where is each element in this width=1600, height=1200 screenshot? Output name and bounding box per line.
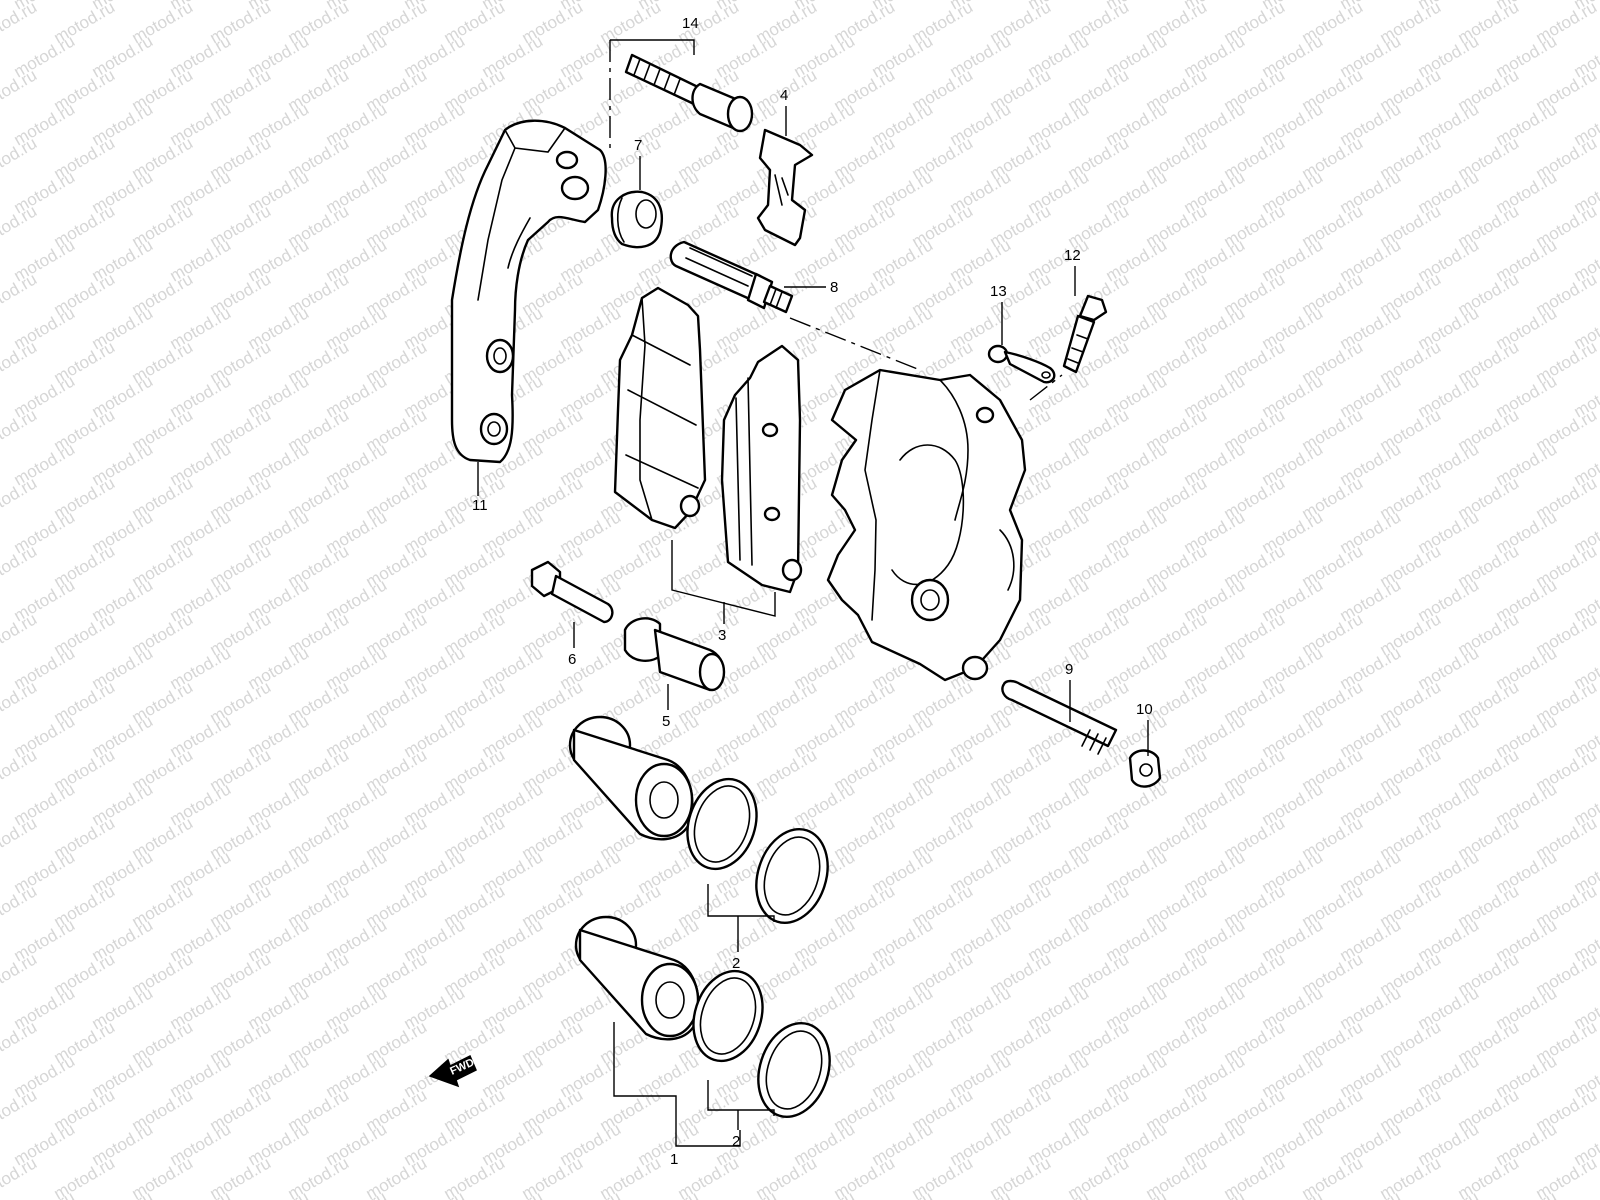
callout-6: 6 — [568, 651, 576, 668]
callout-13: 13 — [990, 283, 1007, 300]
callout-4: 4 — [780, 87, 788, 104]
callout-14: 14 — [682, 15, 699, 32]
watermark-text: motod.ru — [0, 881, 40, 931]
callout-11: 11 — [472, 497, 488, 514]
part-8-slide-pin — [669, 240, 794, 314]
watermark-text: motod.ru — [0, 609, 40, 659]
alignment-lines — [609, 40, 1063, 401]
watermark-text: motod.ru — [0, 133, 40, 183]
watermark-text: motod.ru — [0, 337, 40, 387]
watermark-text: motod.ru — [0, 405, 40, 455]
caliper-body — [826, 368, 1027, 682]
part-6-pin — [530, 560, 614, 624]
leader-lines — [477, 39, 1149, 1147]
watermark-text: motod.ru — [1181, 1187, 1249, 1200]
watermark-text: motod.ru — [0, 1017, 40, 1067]
watermark-text: motod.ru — [0, 813, 40, 863]
watermark-text: motod.ru — [479, 1187, 547, 1200]
watermark-text: motod.ru — [0, 1085, 40, 1135]
watermark-text: motod.ru — [0, 745, 40, 795]
callout-8: 8 — [830, 279, 838, 296]
callout-3: 3 — [718, 627, 726, 644]
watermark-text: motod.ru — [89, 1187, 157, 1200]
watermark-text: motod.ru — [401, 1187, 469, 1200]
part-3-brake-pad-inner — [720, 344, 803, 594]
part-11-caliper-bracket — [450, 119, 607, 464]
watermark-text: motod.ru — [1259, 1187, 1327, 1200]
watermark-text: motod.ru — [0, 65, 40, 115]
watermark-text: motod.ru — [1103, 1187, 1171, 1200]
part-4-pad-spring — [756, 128, 814, 247]
callout-1: 1 — [670, 1151, 678, 1168]
watermark-text: motod.ru — [0, 473, 40, 523]
watermark-text: motod.ru — [0, 269, 40, 319]
callout-10: 10 — [1136, 701, 1153, 718]
watermark-text: motod.ru — [1415, 1187, 1483, 1200]
callout-2-upper: 2 — [732, 955, 740, 972]
part-13-bleeder-cap — [987, 344, 1056, 384]
watermark-text: motod.ru — [1571, 1187, 1600, 1200]
watermark-text: motod.ru — [713, 1187, 781, 1200]
watermark-text: motod.ru — [0, 1153, 40, 1200]
watermark-text: motod.ru — [11, 1187, 79, 1200]
watermark-text: motod.ru — [635, 1187, 703, 1200]
part-9-slide-bolt — [1001, 679, 1118, 755]
callout-5: 5 — [662, 713, 670, 730]
watermark-text: motod.ru — [0, 0, 40, 47]
watermark-text: motod.ru — [0, 201, 40, 251]
watermark-text: motod.ru — [245, 1187, 313, 1200]
part-2-seal-set-lower — [692, 969, 831, 1119]
callout-labels: 14 4 7 8 12 13 11 3 6 5 9 10 2 2 1 — [472, 15, 1153, 1168]
watermark-text: motod.ru — [0, 949, 40, 999]
callout-9: 9 — [1065, 661, 1073, 678]
part-5-bolt — [623, 617, 726, 692]
watermark-text: motod.ru — [1025, 1187, 1093, 1200]
part-12-bleeder-valve — [1062, 294, 1108, 374]
watermark-text: motod.ru — [0, 677, 40, 727]
watermark-text: motod.ru — [869, 1187, 937, 1200]
callout-7: 7 — [634, 137, 642, 154]
part-14-bracket-bolt — [624, 53, 754, 133]
part-1-piston-lower — [574, 915, 700, 1041]
watermark-text: motod.ru — [323, 1187, 391, 1200]
watermark-text: motod.ru — [1337, 1187, 1405, 1200]
part-1-piston-upper — [568, 715, 694, 841]
watermark-text: motod.ru — [1493, 1187, 1561, 1200]
watermark-text: motod.ru — [791, 1187, 859, 1200]
part-3-brake-pad-outer — [613, 286, 707, 530]
watermark-text: motod.ru — [557, 1187, 625, 1200]
watermark-text: motod.ru — [947, 1187, 1015, 1200]
watermark-text: motod.ru — [167, 1187, 235, 1200]
callout-12: 12 — [1064, 247, 1081, 264]
watermark-text: motod.ru — [0, 541, 40, 591]
part-2-seal-set-upper — [686, 777, 829, 925]
part-7-rubber-boot — [610, 190, 664, 249]
callout-2-lower: 2 — [732, 1133, 740, 1150]
part-10-plug — [1128, 749, 1162, 788]
